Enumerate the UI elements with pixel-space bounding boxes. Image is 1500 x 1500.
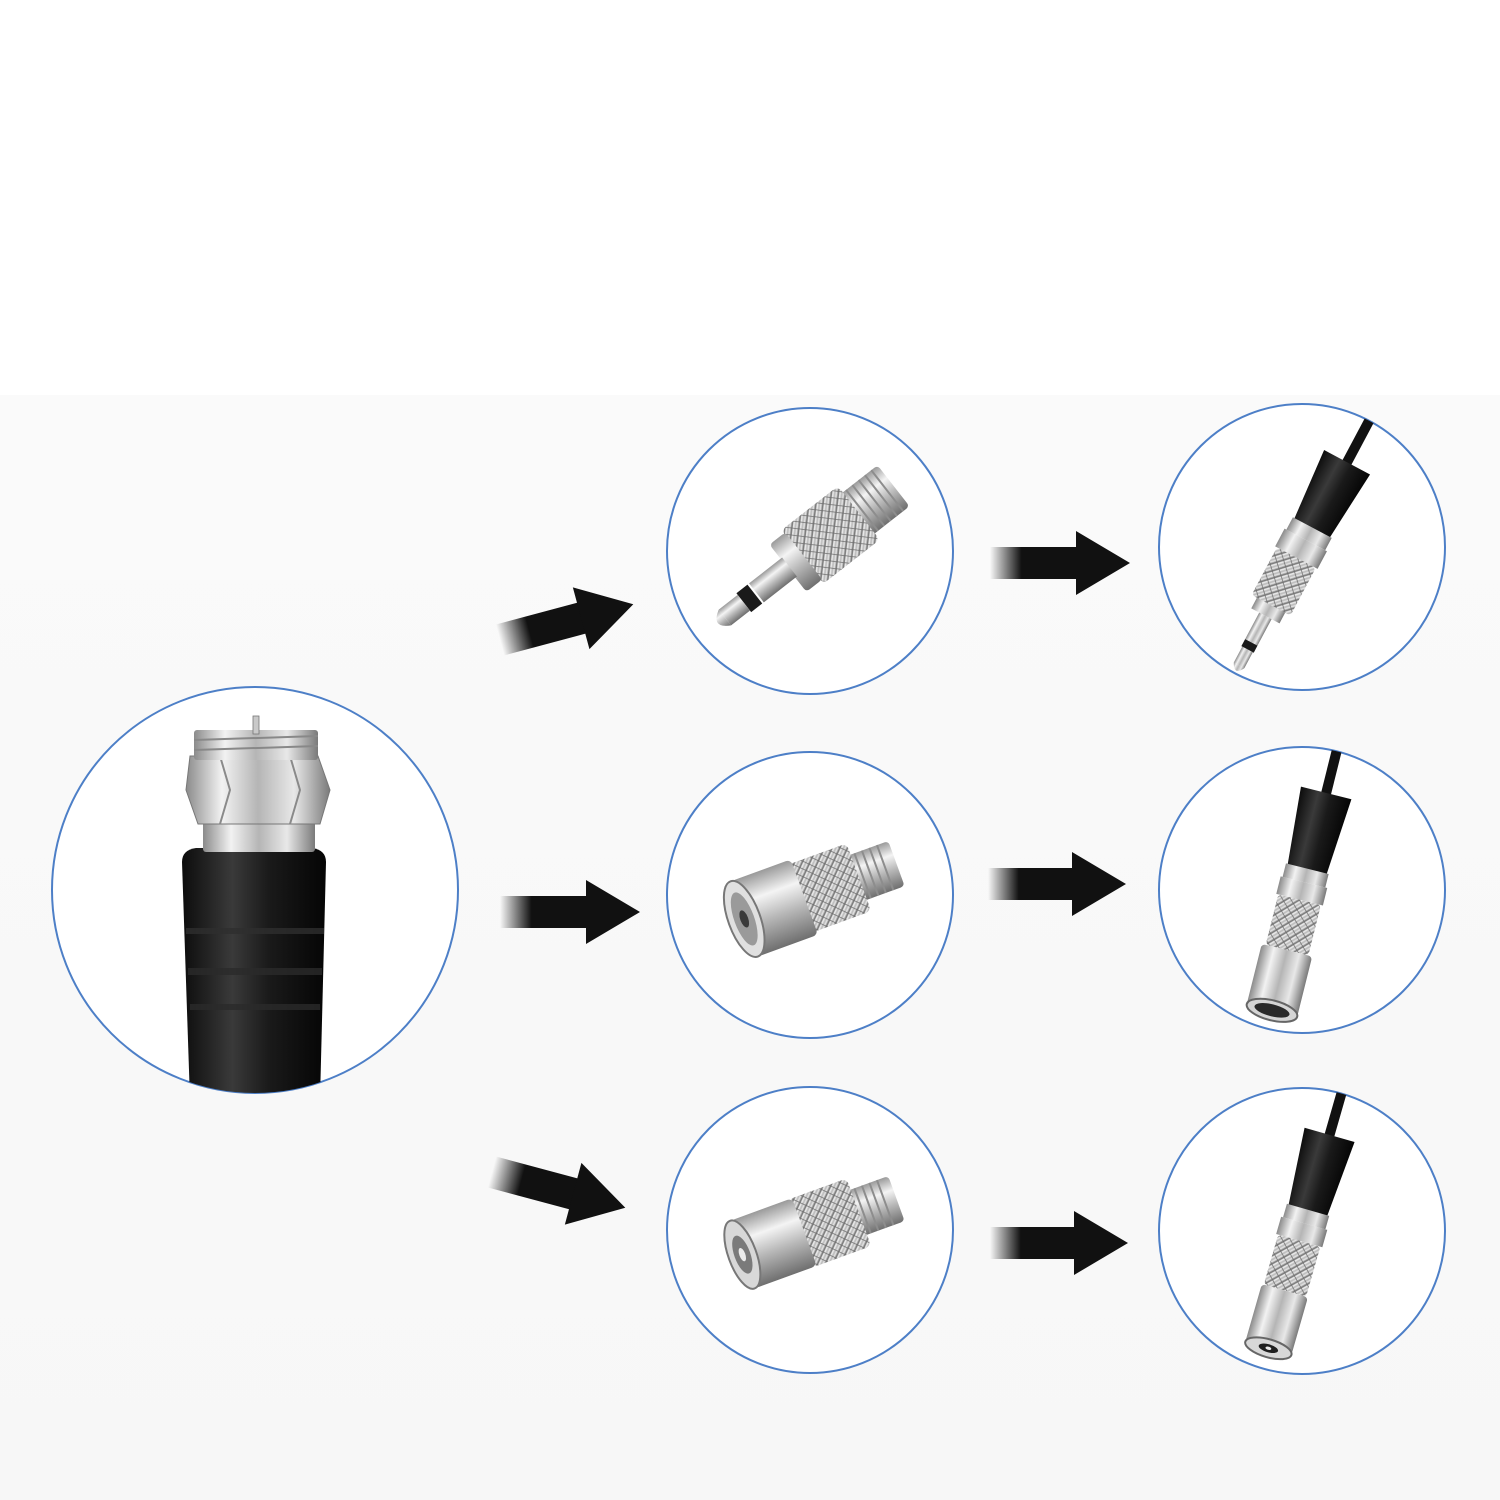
right-arrow-icon (487, 1156, 626, 1225)
right-arrow-icon (988, 852, 1126, 916)
result-circle-2 (1158, 746, 1446, 1034)
adapter-circle-1 (666, 407, 954, 695)
arrows-to-adapters (487, 587, 640, 1225)
f-cable-with-iec-female-icon (1245, 747, 1352, 1023)
arrows-to-results (988, 531, 1130, 1275)
f-cable-with-iec-male-icon (1244, 1088, 1357, 1361)
result-circle-1 (1158, 403, 1446, 691)
f-female-to-iec-male-adapter-icon (723, 1177, 904, 1290)
right-arrow-icon (495, 587, 634, 656)
result-circle-3 (1158, 1087, 1446, 1375)
f-female-to-iec-female-adapter-icon (722, 842, 904, 958)
right-arrow-icon (990, 531, 1130, 595)
f-connector-cable-icon (182, 715, 331, 1093)
right-arrow-icon (990, 1211, 1128, 1275)
right-arrow-icon (500, 880, 640, 944)
source-connector (51, 686, 459, 1094)
f-cable-with-3-5mm-mono-jack-icon (1233, 404, 1387, 671)
adapter-circle-2 (666, 751, 954, 1039)
adapter-circle-3 (666, 1086, 954, 1374)
f-female-to-3-5mm-mono-jack-adapter-icon (716, 466, 908, 626)
